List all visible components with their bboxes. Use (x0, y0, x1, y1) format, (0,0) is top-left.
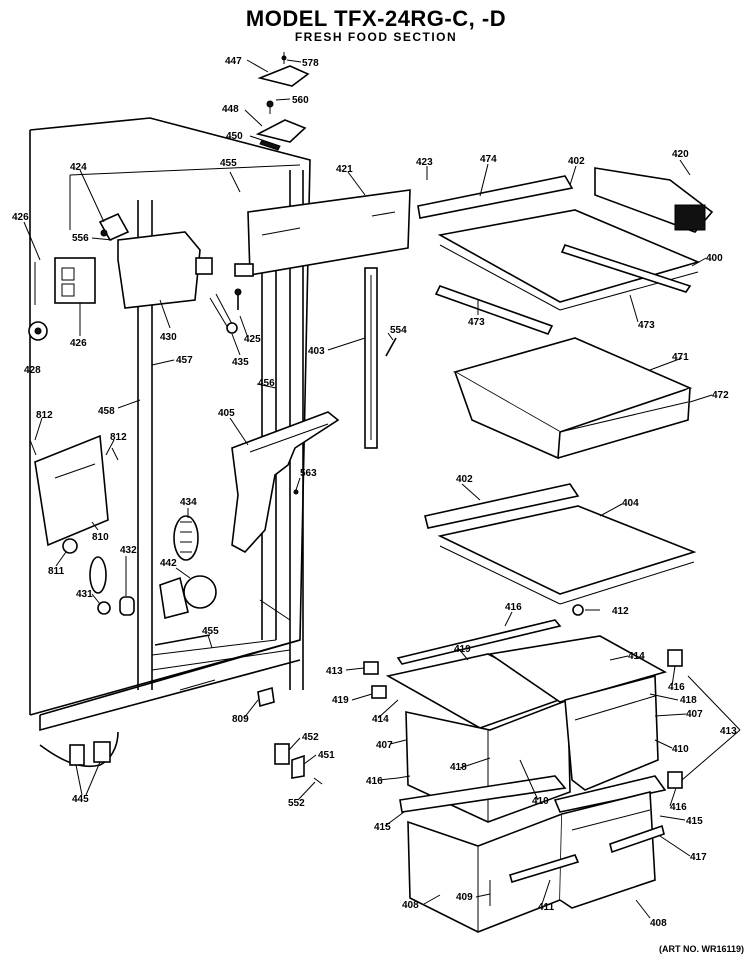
part-label: 442 (160, 558, 177, 569)
light-switch-wiring (209, 288, 242, 334)
part-label: 400 (706, 253, 723, 264)
part-label: 809 (232, 714, 249, 725)
light-shield (29, 434, 119, 554)
art-number: (ART NO. WR16119) (658, 944, 744, 954)
part-label: 411 (538, 902, 555, 913)
part-label: 405 (218, 408, 235, 419)
part-label: 416 (366, 776, 383, 787)
part-number-labels: 447 578 448 560 450 421 455 423 474 402 … (12, 56, 737, 929)
part-label: 418 (450, 762, 467, 773)
part-label: 432 (120, 545, 137, 556)
part-label: 414 (628, 651, 645, 662)
part-label: 455 (202, 626, 219, 637)
part-label: 473 (638, 320, 655, 331)
part-label: 471 (672, 352, 689, 363)
leader-lines (23, 59, 741, 919)
part-label: 472 (712, 390, 729, 401)
shelf-ladder (364, 267, 397, 449)
part-label: 426 (12, 212, 29, 223)
part-label: 447 (225, 56, 242, 67)
diagram-title: MODEL TFX-24RG-C, -D (245, 6, 507, 31)
part-label: 419 (332, 695, 349, 706)
meat-pan (452, 337, 693, 460)
part-label: 812 (110, 432, 127, 443)
part-label: 424 (70, 162, 87, 173)
middle-shelf (424, 483, 697, 616)
part-label: 413 (720, 726, 737, 737)
part-label: 416 (668, 682, 685, 693)
part-label: 415 (686, 816, 703, 827)
part-label: 451 (318, 750, 335, 761)
part-label: 415 (374, 822, 391, 833)
part-label: 811 (48, 566, 65, 577)
part-label: 474 (480, 154, 497, 165)
part-label: 419 (454, 644, 471, 655)
part-label: 473 (468, 317, 485, 328)
fan-parts (89, 515, 217, 619)
part-label: 457 (176, 355, 193, 366)
part-label: 455 (220, 158, 237, 169)
damper-control (98, 212, 213, 309)
top-shelf-assembly (417, 167, 714, 335)
part-label: 402 (568, 156, 585, 167)
part-label: 403 (308, 346, 325, 357)
part-label: 434 (180, 497, 197, 508)
part-label: 425 (244, 334, 261, 345)
part-label: 420 (672, 149, 689, 160)
lower-drawers (399, 775, 667, 933)
part-label: 416 (505, 602, 522, 613)
part-label: 410 (532, 796, 549, 807)
part-label: 810 (92, 532, 109, 543)
part-label: 554 (390, 325, 407, 336)
part-label: 450 (226, 131, 243, 142)
part-label: 448 (222, 104, 239, 115)
light-socket (28, 257, 96, 341)
part-label: 552 (288, 798, 305, 809)
part-label: 413 (326, 666, 343, 677)
part-label: 423 (416, 157, 433, 168)
part-label: 560 (292, 95, 309, 106)
part-label: 426 (70, 338, 87, 349)
part-label: 430 (160, 332, 177, 343)
part-label: 408 (650, 918, 667, 929)
part-label: 414 (372, 714, 389, 725)
part-label: 410 (672, 744, 689, 755)
part-label: 428 (24, 365, 41, 376)
part-label: 435 (232, 357, 249, 368)
part-label: 407 (686, 709, 703, 720)
part-label: 458 (98, 406, 115, 417)
part-label: 416 (670, 802, 687, 813)
shelf-bracket (231, 411, 340, 554)
part-label: 404 (622, 498, 639, 509)
part-label: 418 (680, 695, 697, 706)
part-label: 431 (76, 589, 93, 600)
part-label: 445 (72, 794, 89, 805)
part-label: 563 (300, 468, 317, 479)
lower-small-parts (39, 686, 323, 785)
part-label: 417 (690, 852, 707, 863)
part-label: 412 (612, 606, 629, 617)
diagram-subtitle: FRESH FOOD SECTION (294, 30, 458, 44)
part-label: 409 (456, 892, 473, 903)
part-label: 556 (72, 233, 89, 244)
part-label: 578 (302, 58, 319, 69)
control-housing (234, 189, 411, 277)
part-label: 407 (376, 740, 393, 751)
part-label: 452 (302, 732, 319, 743)
part-label: 402 (456, 474, 473, 485)
part-label: 421 (336, 164, 353, 175)
part-label: 812 (36, 410, 53, 421)
part-label: 456 (258, 378, 275, 389)
part-label: 408 (402, 900, 419, 911)
hinge-cap-parts (255, 52, 310, 151)
